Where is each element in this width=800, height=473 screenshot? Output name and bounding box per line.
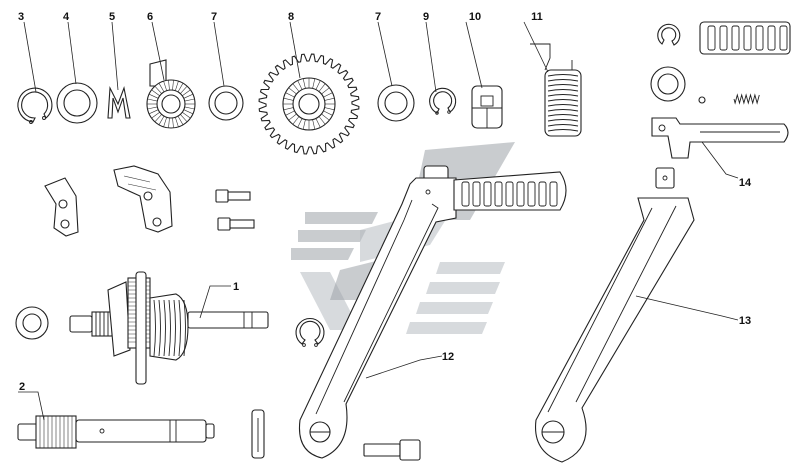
bolt-icon <box>363 439 421 461</box>
label-12: 12 <box>442 351 454 363</box>
spring-clip-icon <box>107 85 131 119</box>
label-11: 11 <box>531 11 543 23</box>
leader-lines <box>18 21 739 421</box>
label-7a: 7 <box>211 11 217 23</box>
spring-icon <box>733 93 760 105</box>
ratchet-gear-icon <box>146 59 196 129</box>
guide-block-icon <box>471 85 503 129</box>
stopper-plate-icon <box>44 177 79 237</box>
circlip-icon <box>295 318 325 347</box>
washer-icon <box>15 306 49 340</box>
foot-rubber-icon <box>699 21 791 55</box>
label-14: 14 <box>739 177 752 189</box>
torsion-spring-icon <box>530 43 582 137</box>
label-10: 10 <box>469 11 481 23</box>
label-1: 1 <box>233 281 239 293</box>
circlip-icon <box>17 87 53 124</box>
label-9: 9 <box>423 11 429 23</box>
pedal-arm-icon <box>651 117 789 159</box>
bolt-icon <box>215 189 251 203</box>
kickstart-shaft-icon <box>69 271 269 385</box>
pin-icon <box>251 409 265 459</box>
label-8: 8 <box>288 11 294 23</box>
label-6: 6 <box>147 11 153 23</box>
label-7b: 7 <box>375 11 381 23</box>
spur-gear-icon <box>258 53 360 155</box>
label-4: 4 <box>63 11 70 23</box>
washer-icon <box>208 85 244 121</box>
bolt-icon <box>217 217 255 231</box>
shaft-icon <box>17 415 215 449</box>
stopper-plate-icon <box>113 165 173 233</box>
kick-lever-icon <box>298 165 457 459</box>
label-5: 5 <box>109 11 115 23</box>
label-3: 3 <box>18 11 24 23</box>
washer-icon <box>56 82 98 124</box>
washer-icon <box>377 84 415 122</box>
callout-labels: 3 4 5 6 7 8 7 9 10 11 1 2 12 13 14 <box>18 11 752 393</box>
pedal-arm-icon <box>534 167 695 463</box>
ball-icon <box>698 96 706 104</box>
circlip-icon <box>657 23 681 46</box>
circlip-icon <box>429 87 457 115</box>
washer-icon <box>650 66 686 102</box>
label-2: 2 <box>19 381 25 393</box>
label-13: 13 <box>739 315 751 327</box>
foot-rubber-icon <box>453 171 567 211</box>
